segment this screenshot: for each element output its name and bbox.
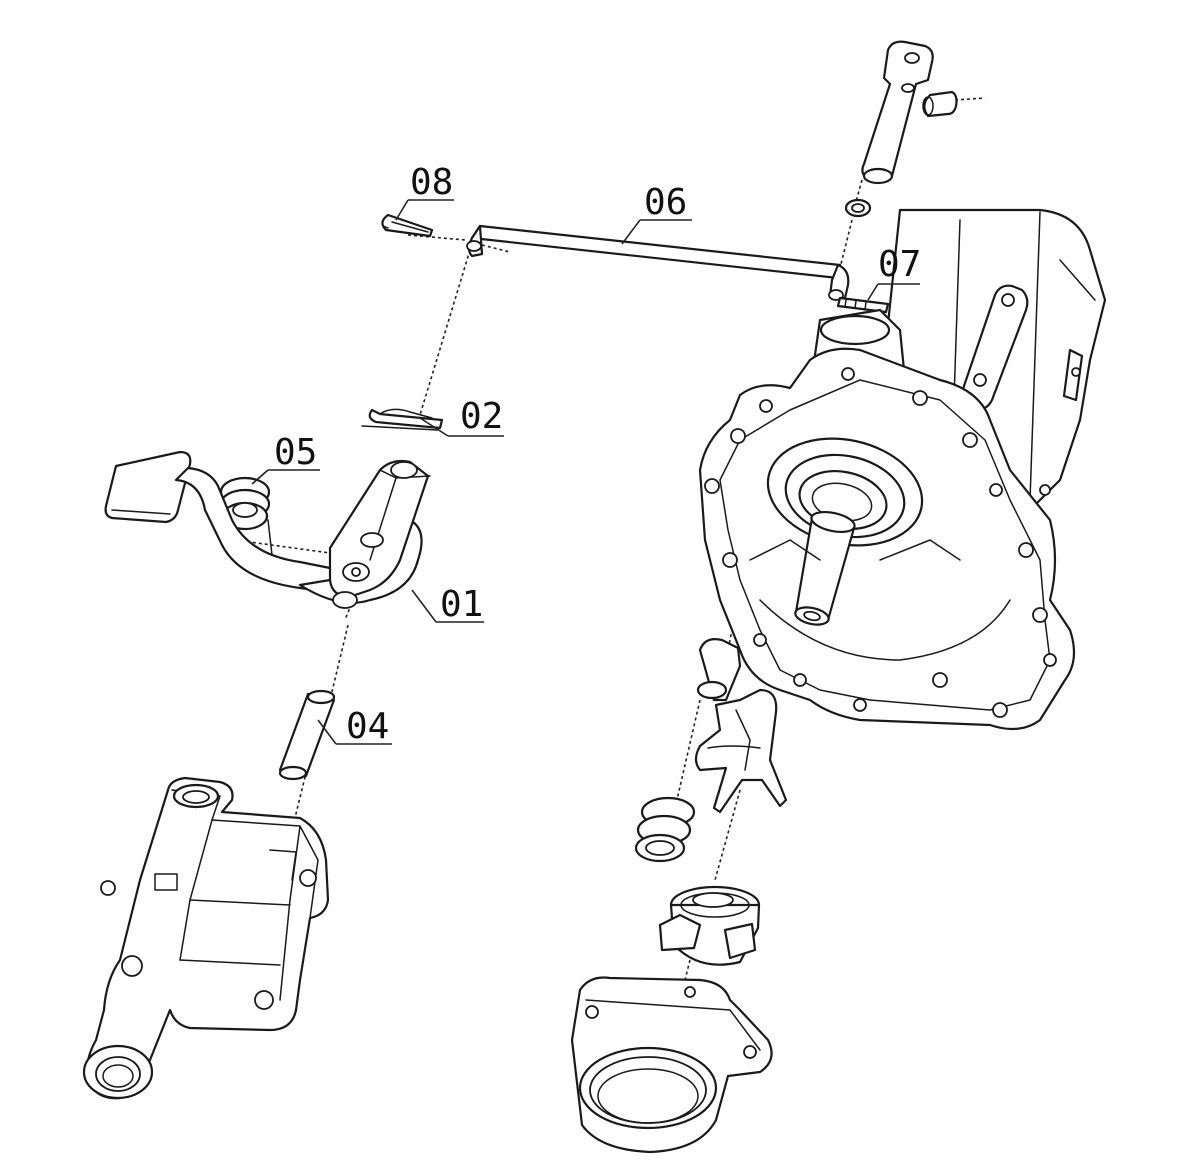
callout-label-08: 08 [410,162,453,203]
callout-04: 04 [317,706,392,747]
pedal-part-01 [104,450,431,609]
clutch-housing [698,208,1107,731]
callout-label-07: 07 [878,244,921,285]
rod-part-06 [466,224,850,301]
lower-bell-housing [570,976,773,1154]
callout-label-02: 02 [460,396,503,437]
release-fork [694,638,788,814]
pin-part-04 [278,689,336,781]
callout-label-04: 04 [346,706,389,747]
callout-06: 06 [621,182,692,245]
callout-label-06: 06 [644,182,687,223]
callout-label-01: 01 [440,584,483,625]
callout-01: 01 [411,584,484,625]
release-bearing [658,885,761,966]
upper-pivot-pin [844,40,958,218]
callout-08: 08 [395,162,454,221]
master-cylinder [82,776,330,1100]
callout-05: 05 [251,432,320,485]
callout-02: 02 [419,396,504,437]
lower-spring [634,796,696,863]
spring-pin-part-07 [836,296,890,314]
callout-label-05: 05 [274,432,317,473]
cotter-pin-part-08 [381,213,434,238]
callout-07: 07 [867,244,921,301]
clip-part-02 [361,408,444,431]
